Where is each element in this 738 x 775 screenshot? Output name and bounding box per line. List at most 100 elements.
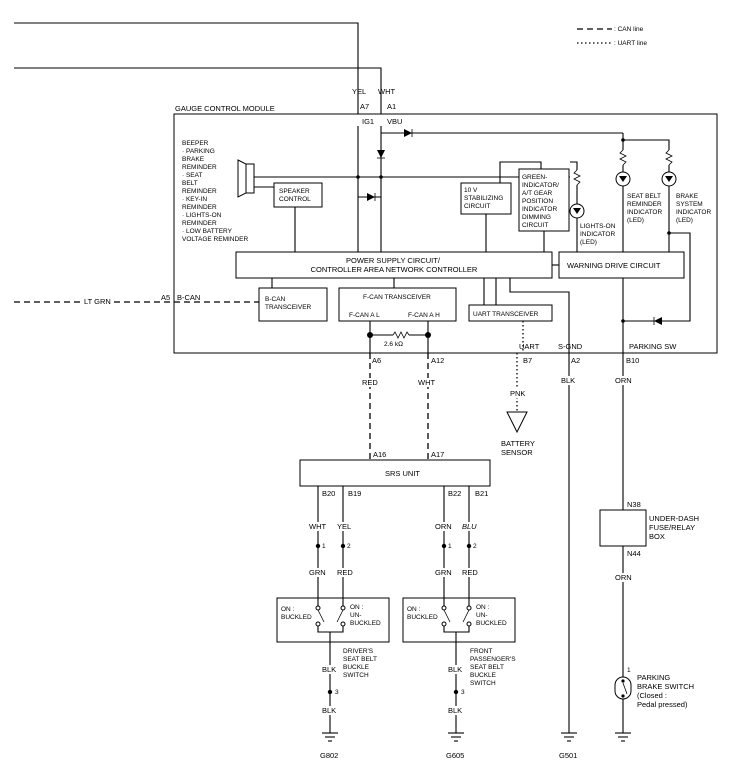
- wire-yel-b19: YEL: [337, 522, 351, 531]
- fuse-relay-box-label: UNDER-DASH FUSE/RELAY BOX: [649, 514, 701, 541]
- wire-yel-top: [14, 22, 359, 114]
- battery-sensor-label: BATTERY SENSOR: [501, 439, 537, 457]
- legend-uart-label: : UART line: [614, 40, 647, 47]
- connector-1-passenger: 1: [448, 543, 452, 550]
- ground-g605-label: G605: [446, 751, 464, 760]
- wire-label-yel: YEL: [352, 87, 366, 96]
- parking-brake-switch-label: PARKING BRAKE SWITCH (Closed : Pedal pre…: [637, 673, 696, 709]
- diode-vbu-down-icon: [377, 150, 385, 158]
- pin-b20: B20: [322, 489, 335, 498]
- diode-bridge-icon: [367, 193, 375, 201]
- pin-a1: A1: [387, 102, 396, 111]
- lights-on-resistor-icon: [573, 169, 581, 186]
- passenger-buckle-switch-label: FRONT PASSENGER'S SEAT BELT BUCKLE SWITC…: [470, 648, 517, 687]
- uart-label: UART: [519, 342, 540, 351]
- uart-transceiver-box: [468, 304, 553, 322]
- diode-vbu-icon: [404, 129, 412, 137]
- stabilizing-top-wire: [499, 161, 542, 183]
- pin-b10: B10: [626, 356, 639, 365]
- wire-red-driver: RED: [337, 568, 353, 577]
- seat-belt-indicator-label: SEAT BELT REMINDER INDICATOR (LED): [627, 193, 664, 224]
- pin-n44: N44: [627, 549, 641, 558]
- wire-label-wht: WHT: [378, 87, 395, 96]
- wire-blk-sgnd: BLK: [561, 376, 575, 385]
- wire-pnk: PNK: [510, 389, 525, 398]
- beeper-label: BEEPER · PARKING BRAKE REMINDER · SEAT B…: [182, 140, 249, 243]
- connector-2-driver: 2: [347, 543, 351, 550]
- srs-unit-title: SRS UNIT: [385, 469, 420, 478]
- resistor-icon: [392, 331, 410, 339]
- ground-g605-icon: [448, 732, 464, 742]
- speaker-icon: [237, 159, 247, 198]
- ig1-label: IG1: [362, 117, 374, 126]
- passenger-on-unbuckled-label: ON : UN- BUCKLED: [476, 604, 507, 627]
- fuse-relay-box: [599, 509, 647, 547]
- f-can-al-label: F-CAN A L: [349, 312, 380, 319]
- driver-on-buckled-label: ON : BUCKLED: [281, 606, 312, 621]
- gauge-control-module-title: GAUGE CONTROL MODULE: [175, 104, 275, 113]
- dimming-circuit-box: [518, 168, 570, 232]
- power-supply-label: POWER SUPPLY CIRCUIT/ CONTROLLER AREA NE…: [311, 256, 478, 274]
- legend-can-label: : CAN line: [614, 26, 644, 33]
- brake-indicator-label: BRAKE SYSTEM INDICATOR (LED): [676, 193, 713, 224]
- connector-3-driver: 3: [335, 689, 339, 696]
- pin-b22: B22: [448, 489, 461, 498]
- wire-wht-b20: WHT: [309, 522, 326, 531]
- wire-wht-can: WHT: [418, 378, 435, 387]
- pin-b7: B7: [523, 356, 532, 365]
- connector-1-parking: 1: [627, 667, 631, 674]
- wire-blk-passenger-1: BLK: [448, 665, 462, 674]
- pin-a2: A2: [571, 356, 580, 365]
- lights-on-indicator-label: LIGHTS-ON INDICATOR (LED): [580, 223, 617, 246]
- pin-b19: B19: [348, 489, 361, 498]
- lt-grn-label: LT GRN: [84, 297, 111, 306]
- wire-red-can: RED: [362, 378, 378, 387]
- stabilizing-circuit-label: 10 V STABILIZING CIRCUIT: [464, 187, 505, 210]
- wire-blk-driver-2: BLK: [322, 706, 336, 715]
- battery-sensor-icon: [506, 411, 528, 434]
- s-gnd-internal-wire: [509, 278, 570, 353]
- wire-blu-b21: BLU: [462, 522, 477, 531]
- passenger-on-buckled-label: ON : BUCKLED: [407, 606, 438, 621]
- b-can-label: B-CAN: [177, 293, 200, 302]
- wire-blk-driver-1: BLK: [322, 665, 336, 674]
- pin-a7: A7: [360, 102, 369, 111]
- seat-belt-resistor-icon: [619, 149, 627, 166]
- wire-orn-bottom: ORN: [615, 573, 632, 582]
- resistor-label: 2.6 kΩ: [384, 341, 403, 348]
- connector-1-driver: 1: [322, 543, 326, 550]
- pin-a5: A5: [161, 293, 170, 302]
- f-can-ah-label: F-CAN A H: [408, 312, 440, 319]
- passenger-buckle-switch-box: [402, 597, 516, 643]
- passenger-switch-contact-icon: [443, 609, 451, 623]
- s-gnd-label: S-GND: [558, 342, 583, 351]
- speaker-control-box: [273, 182, 323, 208]
- pin-a6: A6: [372, 356, 381, 365]
- wire-orn-b22: ORN: [435, 522, 452, 531]
- b-can-transceiver-box: [258, 287, 328, 322]
- warning-drive-circuit-box: [558, 251, 685, 279]
- ground-g802-label: G802: [320, 751, 338, 760]
- driver-buckle-switch-label: DRIVER'S SEAT BELT BUCKLE SWITCH: [343, 648, 379, 679]
- brake-feed-wire: [623, 139, 670, 150]
- dimming-circuit-label: GREEN- INDICATOR/ A/T GEAR POSITION INDI…: [522, 174, 561, 229]
- junction-ah: [425, 332, 431, 338]
- wire-grn-passenger: GRN: [435, 568, 452, 577]
- f-can-transceiver-box: [338, 287, 457, 322]
- speaker-control-label: SPEAKER CONTROL: [279, 188, 312, 203]
- diode-parking-icon: [654, 317, 662, 325]
- junction-al: [367, 332, 373, 338]
- wire-red-passenger: RED: [462, 568, 478, 577]
- ground-parking-brake-icon: [615, 732, 631, 742]
- vbu-label: VBU: [387, 117, 402, 126]
- pin-a17: A17: [431, 450, 444, 459]
- lights-on-feed-wire: [570, 161, 578, 170]
- power-supply-can-controller-box: [235, 251, 553, 279]
- b-can-transceiver-label: B-CAN TRANSCEIVER: [265, 296, 312, 311]
- brake-resistor-icon: [665, 149, 673, 166]
- pin-n38: N38: [627, 500, 641, 509]
- connector-2-passenger: 2: [473, 543, 477, 550]
- driver-buckle-switch-box: [276, 597, 390, 643]
- ground-g501-label: G501: [559, 751, 577, 760]
